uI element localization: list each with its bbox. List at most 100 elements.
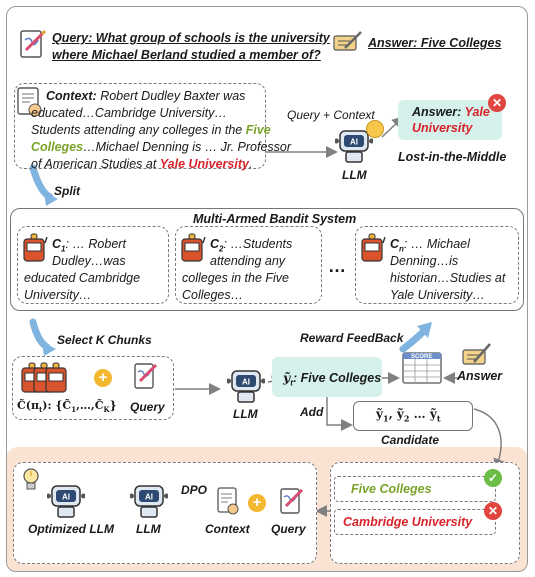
- selected-chunks-box: [12, 356, 174, 420]
- chunk-1-line1: C1: … Robert: [52, 236, 126, 258]
- optimized-llm-icon: AI: [46, 483, 86, 519]
- context-label: Context:: [46, 89, 97, 103]
- chunk-1-l2: Dudley…was: [52, 254, 126, 268]
- candidate-box: [353, 401, 473, 431]
- yt-symbol: ỹ: [283, 370, 291, 385]
- score-sheet-icon: [400, 350, 444, 386]
- llm-robot-icon: AI: [334, 128, 374, 164]
- set-mid: ,…,C̃: [76, 399, 104, 412]
- outer-frame: [6, 6, 528, 572]
- context-five: Five: [245, 123, 271, 137]
- query-label-3: Query: [271, 522, 306, 536]
- context-t5end: .: [248, 157, 253, 171]
- context-text: Context: Robert Dudley Baxter was: [46, 88, 268, 105]
- context-t5: of American Studies at: [31, 157, 157, 171]
- answer-icon-2: [462, 340, 492, 368]
- confused-emoji-icon: [366, 120, 384, 138]
- chunk-2-sub: 2: [219, 244, 224, 254]
- wrong-answer-university: University: [412, 121, 473, 135]
- lost-in-middle-label: Lost-in-the-Middle: [398, 150, 507, 164]
- query-icon-2: [132, 361, 158, 391]
- llm-robot-icon-2: AI: [226, 368, 266, 404]
- llm-robot-icon-3: AI: [129, 483, 169, 519]
- chunk-n-sub: n: [399, 244, 404, 254]
- chunk-1-label: C: [52, 237, 62, 251]
- chunk-1-l4: University…: [24, 288, 92, 302]
- wrong-answer-yale: Yale: [464, 105, 490, 119]
- context-line2: educated…Cambridge University…: [31, 106, 227, 120]
- slot-machine-icon-1: [22, 233, 48, 263]
- slot-machine-icon-n: [360, 233, 386, 263]
- chunk-ellipsis: …: [328, 256, 346, 276]
- cand-s1: 1: [382, 413, 389, 424]
- candidate-formula: ỹ1, ỹ2 … ỹt: [376, 407, 441, 423]
- chunk-box-n: [355, 226, 519, 304]
- chunk-n-l4: Yale University…: [390, 288, 485, 302]
- chunk-n-line1: Cn: … Michael: [390, 236, 470, 258]
- svg-text:AI: AI: [145, 493, 153, 502]
- wrong-answer-label: Answer:: [412, 105, 462, 119]
- context-t4: …Michael Denning is … Jr. Professor: [83, 140, 292, 154]
- query-icon-3: [278, 486, 304, 516]
- query-label-2: Query: [130, 400, 165, 414]
- context-colleges: Colleges: [31, 140, 84, 154]
- llm-label-1: LLM: [342, 168, 367, 182]
- chunk-1-l1: : … Robert: [65, 237, 126, 251]
- set-end: }: [109, 399, 117, 412]
- llm-label-2: LLM: [233, 407, 258, 421]
- mab-box: [10, 208, 524, 311]
- chunk-box-2: [175, 226, 322, 304]
- score-sheet-label: SCORE: [411, 354, 433, 360]
- query-icon: [18, 28, 47, 60]
- header-answer-label: Answer:: [368, 36, 418, 50]
- header-answer: Answer: Five Colleges: [368, 36, 501, 50]
- set-rest: ): {C̃: [42, 399, 72, 412]
- good-answer-box: [334, 476, 496, 502]
- set-r1: 1: [71, 405, 77, 415]
- query-context-label: Query + Context: [287, 108, 375, 122]
- header-query-label: Query:: [52, 31, 93, 45]
- reward-feedback-label: Reward FeedBack: [300, 331, 404, 345]
- bad-answer-box: [334, 509, 496, 535]
- arrow-candidate-to-results: [473, 408, 505, 471]
- candidate-label: Candidate: [381, 433, 440, 447]
- cand-s2: 2: [403, 413, 410, 424]
- chunk-box-1: [17, 226, 169, 304]
- chunk-1-l3: educated Cambridge: [24, 271, 141, 285]
- plus-icon-2: +: [248, 494, 266, 512]
- cross-icon: ✕: [484, 502, 502, 520]
- svg-text:AI: AI: [350, 138, 358, 147]
- chunk-2-label: C: [210, 237, 220, 251]
- selected-set-formula: C̃(πt): {C̃1,…,C̃K}: [17, 399, 117, 414]
- good-answer-text: Five Colleges: [351, 482, 432, 496]
- context-yale: Yale University: [159, 157, 249, 171]
- header-query-text: What group of schools is the university: [95, 31, 330, 45]
- cand-yt: ỹ: [429, 407, 437, 421]
- wrong-answer-line1: Answer: Yale: [412, 105, 490, 119]
- yt-value: : Five Colleges: [292, 371, 382, 385]
- chunk-2-l1: : …Students: [223, 237, 293, 251]
- context-doc-icon: [16, 86, 44, 118]
- slot-machine-icon-2: [180, 233, 206, 263]
- lightbulb-icon: [21, 467, 41, 493]
- chunk-1-sub: 1: [61, 244, 66, 254]
- context-t3: Students attending any colleges in the: [31, 123, 243, 137]
- split-label: Split: [54, 184, 80, 198]
- slot-machines-stack-icon: [20, 362, 78, 394]
- context-line5: of American Studies at Yale University.: [31, 156, 252, 173]
- bad-answer-text: Cambridge University: [343, 515, 473, 529]
- context-doc-icon-2: [216, 486, 240, 516]
- yt-output-box: [272, 357, 382, 397]
- cand-dots: …: [409, 407, 430, 421]
- context-label-2: Context: [205, 522, 250, 536]
- header-query-line2: where Michael Berland studied a member o…: [52, 48, 321, 62]
- answer-icon: [333, 30, 363, 52]
- svg-text:AI: AI: [62, 493, 70, 502]
- dpo-label: DPO: [181, 483, 208, 497]
- llm-label-3: LLM: [136, 522, 161, 536]
- chunk-2-l2: attending any: [210, 254, 286, 268]
- set-sub: t: [39, 405, 43, 415]
- chunk-2-l4: Colleges…: [182, 288, 244, 302]
- arrow-add: [326, 397, 353, 431]
- yt-output-text: ỹt: Five Colleges: [283, 370, 381, 388]
